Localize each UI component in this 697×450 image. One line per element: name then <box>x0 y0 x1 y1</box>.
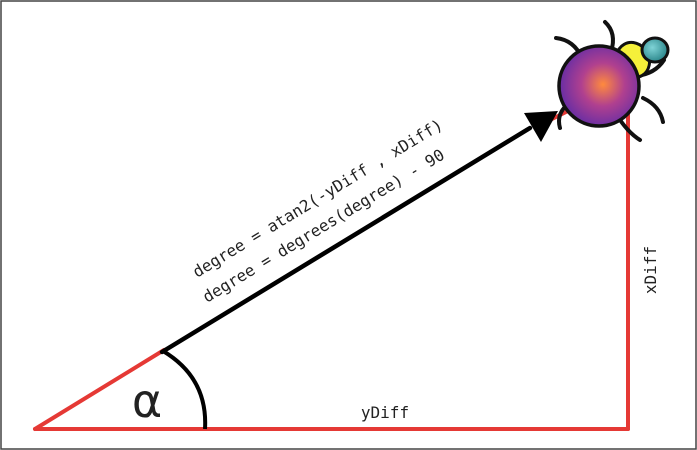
angle-alpha-label: α <box>132 374 162 428</box>
beetle-body <box>559 46 639 126</box>
triangle <box>35 95 628 429</box>
label-ydiff: yDiff <box>361 403 409 422</box>
label-xdiff: xDiff <box>641 246 660 294</box>
formula-line-2: degree = degrees(degree) - 90 <box>199 145 448 306</box>
formula-group-2: degree = degrees(degree) - 90 <box>199 145 448 306</box>
label-xdiff-group: xDiff <box>641 246 660 294</box>
angle-arc <box>163 351 205 429</box>
direction-arrow <box>162 111 558 352</box>
beetle-icon <box>556 22 668 140</box>
arrow-shaft <box>162 128 530 352</box>
beetle-head <box>642 38 668 62</box>
